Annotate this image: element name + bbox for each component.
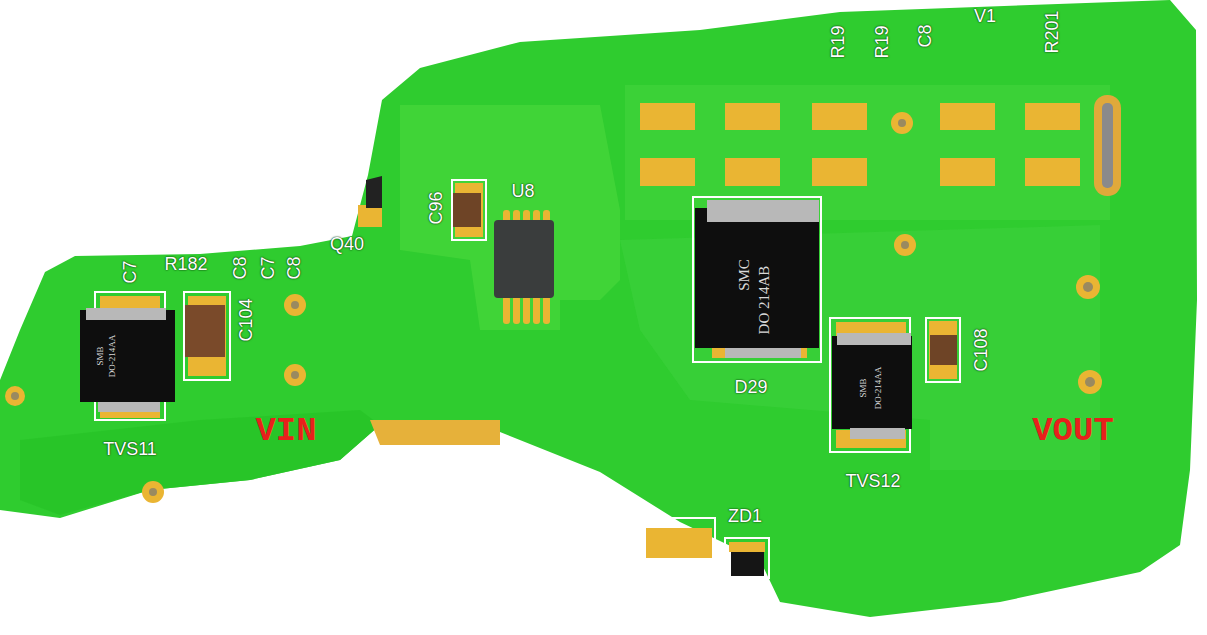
ref-designator: D29 xyxy=(734,378,767,396)
ref-designator: R182 xyxy=(164,255,207,273)
package-marking: SMC xyxy=(737,259,752,291)
package-marking: DO-214AA xyxy=(108,335,117,378)
net-label: VIN xyxy=(255,414,316,448)
ref-designator: C108 xyxy=(972,328,990,371)
ref-designator: TVS11 xyxy=(103,440,157,458)
ref-designator: TVS12 xyxy=(845,472,900,490)
package-marking: DO-214AA xyxy=(874,367,883,410)
ref-designator: R201 xyxy=(1043,10,1061,53)
ref-designator: C8 xyxy=(231,256,249,279)
ref-designator: R19 xyxy=(829,25,847,58)
ref-designator: U8 xyxy=(511,182,534,200)
ref-designator: ZD1 xyxy=(728,507,762,525)
package-marking: SMB xyxy=(96,346,105,365)
ref-designator: Q40 xyxy=(330,235,364,253)
ref-designator: R19 xyxy=(873,25,891,58)
ref-designator: C7 xyxy=(259,256,277,279)
package-marking: SMB xyxy=(859,378,868,397)
ref-designator: C8 xyxy=(285,256,303,279)
ref-designator: V1 xyxy=(974,7,996,25)
ref-designator: C104 xyxy=(237,298,255,341)
ref-designator: C7 xyxy=(121,260,139,283)
ref-designator: C8 xyxy=(916,24,934,47)
ref-designator: C96 xyxy=(427,191,445,224)
package-marking: DO 214AB xyxy=(757,266,772,335)
net-label: VOUT xyxy=(1032,414,1114,448)
